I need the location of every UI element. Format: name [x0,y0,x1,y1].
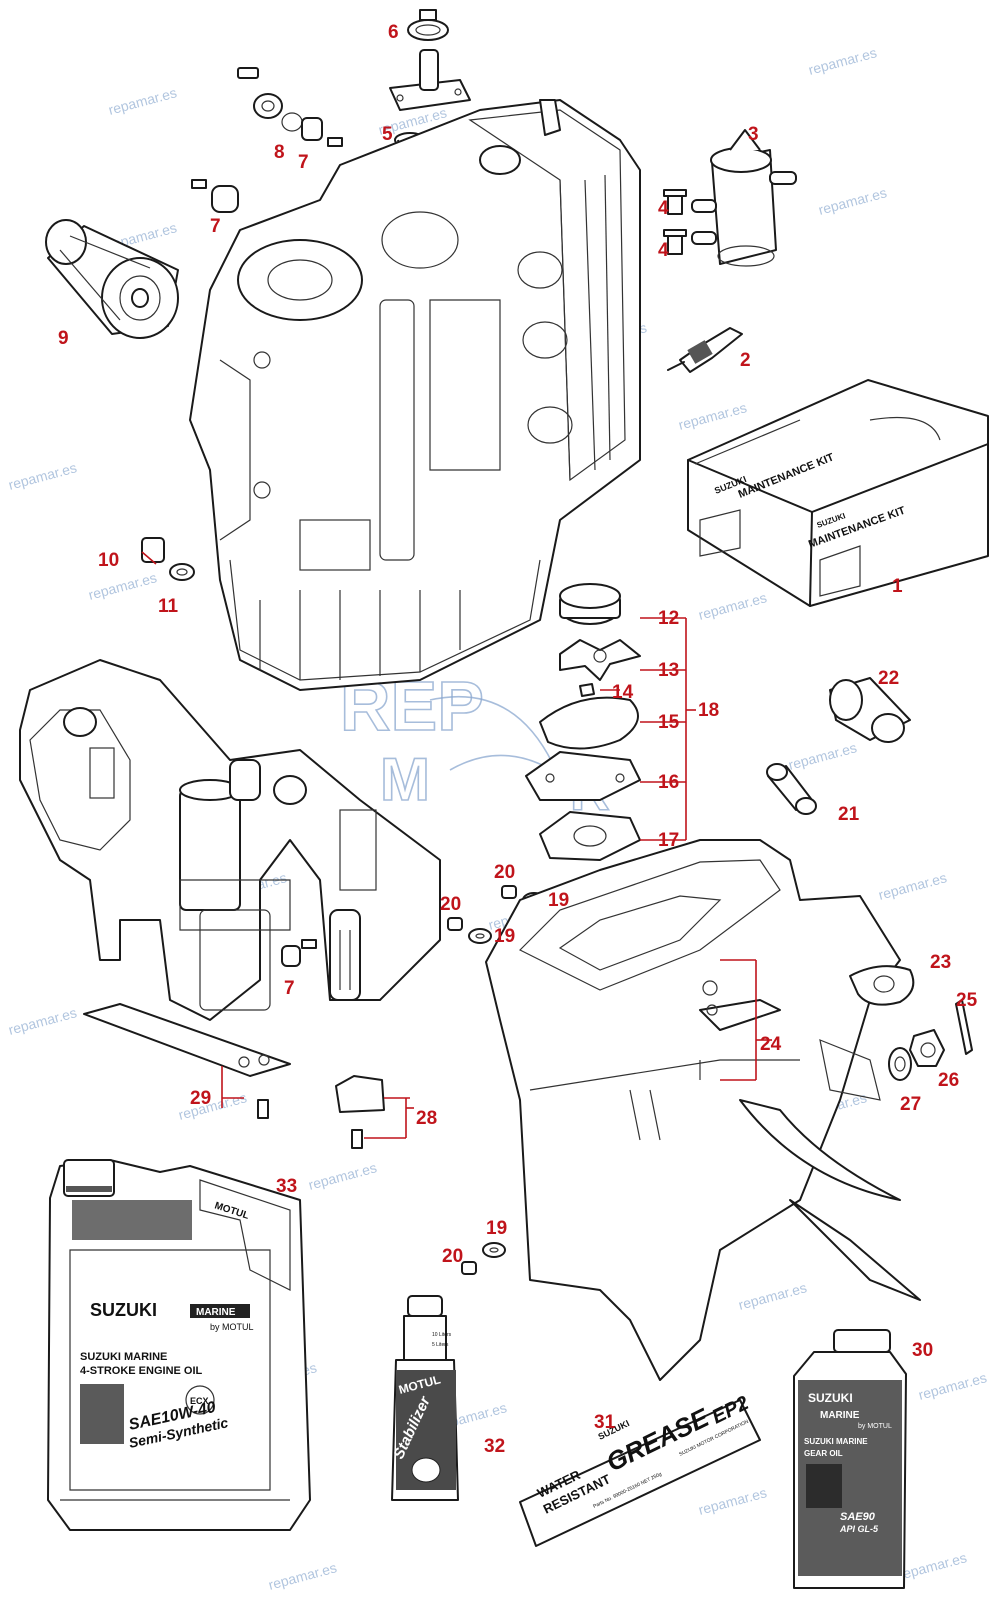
gear-oil-bottle: SUZUKI MARINE by MOTUL SUZUKI MARINE GEA… [793,1329,907,1589]
anode-7-bracket-part [281,939,317,967]
svg-text:repamar.es: repamar.es [677,399,749,433]
callout-19c: 19 [486,1218,507,1239]
callout-8: 8 [274,142,285,163]
callout-3: 3 [748,124,759,145]
callout-25: 25 [956,990,978,1011]
callout-26: 26 [938,1070,959,1091]
flushing-connector-part [829,677,911,743]
svg-text:repamar.es: repamar.es [897,1549,969,1583]
callout-6: 6 [388,22,399,43]
leader-lines [141,551,772,1139]
callout-24: 24 [760,1034,782,1055]
callout-1: 1 [892,576,903,597]
callout-27: 27 [900,1094,921,1115]
engine-oil-jug: MOTUL SUZUKI MARINE by MOTUL SUZUKI MARI… [47,1159,311,1531]
callout-29: 29 [190,1088,211,1109]
svg-text:repamar.es: repamar.es [697,589,769,623]
svg-text:SUZUKI: SUZUKI [90,1300,157,1320]
svg-text:repamar.es: repamar.es [87,569,159,603]
callout-15: 15 [658,712,680,733]
callout-21: 21 [838,804,860,825]
svg-text:repamar.es: repamar.es [697,1484,769,1518]
svg-text:repamar.es: repamar.es [787,739,859,773]
callout-20c: 20 [442,1246,463,1267]
callout-2: 2 [740,350,751,371]
powerhead-block [189,99,641,691]
thermostat-cover-part [389,49,471,111]
svg-text:ECX: ECX [190,1396,209,1406]
callout-19b: 19 [494,926,515,947]
callout-11: 11 [158,596,179,617]
callout-7c: 7 [284,978,295,999]
svg-text:SUZUKI MARINE: SUZUKI MARINE [80,1351,167,1363]
svg-text:by MOTUL: by MOTUL [210,1322,254,1332]
svg-text:repamar.es: repamar.es [7,1004,79,1038]
water-pump-parts [525,583,641,861]
anode-7-part [191,179,239,213]
svg-text:repamar.es: repamar.es [107,84,179,118]
callout-22: 22 [878,668,899,689]
callout-13: 13 [658,660,679,681]
gearcase-lower-unit [485,839,921,1381]
callout-20b: 20 [440,894,461,915]
swivel-bracket [19,659,441,1021]
spark-plug-part [667,327,743,373]
svg-text:repamar.es: repamar.es [307,1159,379,1193]
svg-text:4-STROKE ENGINE OIL: 4-STROKE ENGINE OIL [80,1365,203,1377]
callout-numbers: 6 5 3 8 7 4 7 4 9 2 10 11 1 12 13 22 14 … [58,22,978,1457]
fuel-filter-part [691,129,797,267]
svg-text:MARINE: MARINE [820,1410,860,1421]
callout-18: 18 [698,700,719,721]
callout-30: 30 [912,1340,933,1361]
anode-cover-parts [237,67,343,147]
svg-text:repamar.es: repamar.es [7,459,79,493]
callout-28: 28 [416,1108,437,1129]
svg-text:repamar.es: repamar.es [177,1089,249,1123]
svg-text:repamar.es: repamar.es [267,1559,339,1593]
anode-21-part [766,763,817,815]
anode-28-part [335,1075,385,1149]
maintenance-kit-box: SUZUKI MAINTENANCE KIT SUZUKI MAINTENANC… [687,379,989,607]
callout-9: 9 [58,328,69,349]
callout-31: 31 [594,1412,616,1433]
svg-text:10 Liters: 10 Liters [432,1332,452,1338]
svg-text:repamar.es: repamar.es [817,184,889,218]
anode-29-part [83,1003,291,1119]
oil-filter-part [45,219,179,339]
propeller-hardware-parts [849,965,973,1081]
svg-text:repamar.es: repamar.es [807,44,879,78]
svg-text:MARINE: MARINE [196,1307,236,1318]
stabilizer-bottle: 10 Liters 5 Liters MOTUL Stabilizer [390,1295,459,1501]
callout-32: 32 [484,1436,505,1457]
callout-20a: 20 [494,862,515,883]
svg-text:SUZUKI MARINE: SUZUKI MARINE [804,1437,868,1446]
svg-text:repamar.es: repamar.es [737,1279,809,1313]
svg-text:repamar.es: repamar.es [917,1369,989,1403]
callout-23: 23 [930,952,951,973]
svg-text:5 Liters: 5 Liters [432,1342,449,1348]
svg-text:API GL-5: API GL-5 [839,1524,879,1534]
svg-text:SAE90: SAE90 [840,1511,876,1523]
callout-14: 14 [612,682,634,703]
hose-clamp-part [407,9,449,41]
svg-text:GEAR OIL: GEAR OIL [804,1449,843,1458]
svg-text:repamar.es: repamar.es [877,869,949,903]
callout-4b: 4 [658,240,669,261]
callout-17: 17 [658,830,679,851]
svg-text:M: M [380,746,430,813]
callout-7b: 7 [210,216,221,237]
callout-10: 10 [98,550,119,571]
grease-tube: SUZUKI GREASE EP2 WATER RESISTANT Parts … [519,1392,761,1547]
callout-7a: 7 [298,152,309,173]
callout-33: 33 [276,1176,297,1197]
svg-text:by MOTUL: by MOTUL [858,1423,892,1430]
callout-12: 12 [658,608,679,629]
svg-text:SUZUKI: SUZUKI [808,1391,853,1405]
callout-19a: 19 [548,890,569,911]
callout-5: 5 [382,124,393,145]
hose-clip-parts [663,189,687,255]
callout-16: 16 [658,772,679,793]
callout-4a: 4 [658,198,669,219]
